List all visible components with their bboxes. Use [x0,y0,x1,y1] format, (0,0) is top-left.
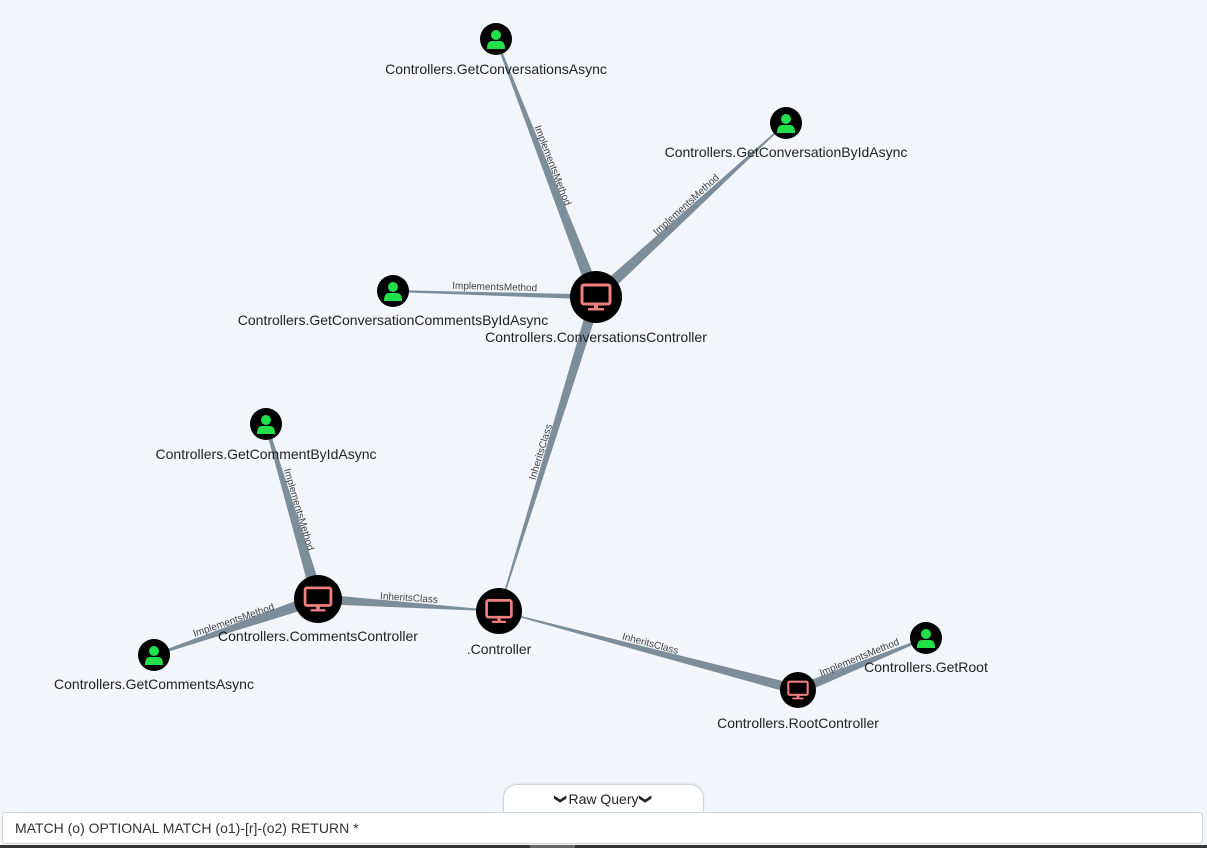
node-circle[interactable] [570,271,622,323]
graph-node[interactable]: Controllers.GetConversationCommentsByIdA… [238,275,548,328]
monitor-icon [485,599,513,623]
graph-node[interactable]: Controllers.CommentsController [218,575,418,644]
edge-line[interactable] [498,610,800,695]
edge-label: ImplementsMethod [652,172,722,238]
monitor-icon [580,283,612,311]
edge-line[interactable] [796,637,927,695]
node-label: Controllers.GetConversationsAsync [385,61,607,77]
node-label: Controllers.GetConversationCommentsByIdA… [238,312,548,328]
user-icon [257,415,275,434]
edge-line[interactable] [591,122,787,302]
user-icon [917,629,935,648]
edge-line[interactable] [317,594,500,612]
edge-label: InheritsClass [380,591,438,606]
edge-label: ImplementsMethod [452,281,537,295]
graph-node[interactable]: Controllers.ConversationsController [485,271,707,345]
raw-query-label: Raw Query [568,791,639,807]
node-label: Controllers.GetCommentsAsync [54,676,254,692]
node-label: Controllers.ConversationsController [485,329,707,345]
graph-edge[interactable]: InheritsClass [317,591,500,612]
graph-node[interactable]: Controllers.GetConversationsAsync [385,23,607,77]
edge-label: ImplementsMethod [532,124,573,207]
chevron-down-icon: ❯ [638,793,653,805]
monitor-icon [787,680,809,700]
query-input[interactable] [3,820,1202,836]
graph-edge[interactable]: ImplementsMethod [392,281,597,300]
user-icon [384,282,402,301]
graph-node[interactable]: Controllers.GetCommentByIdAsync [156,408,377,462]
edge-line[interactable] [153,593,320,656]
monitor-icon [303,586,333,612]
node-label: Controllers.GetRoot [864,659,988,675]
graph-edge[interactable]: ImplementsMethod [495,38,602,300]
user-icon [487,30,505,49]
user-icon [145,646,163,665]
node-circle[interactable] [780,672,816,708]
edge-line[interactable] [498,295,602,612]
node-label: Controllers.RootController [717,715,879,731]
raw-query-toggle[interactable]: ❯ Raw Query ❯ [503,784,704,813]
graph-edge[interactable]: InheritsClass [498,610,800,695]
graph-node[interactable]: .Controller [467,588,532,657]
node-label: Controllers.CommentsController [218,628,418,644]
node-circle[interactable] [294,575,342,623]
node-label: Controllers.GetCommentByIdAsync [156,446,377,462]
graph-node[interactable]: Controllers.GetCommentsAsync [54,639,254,692]
edge-line[interactable] [495,38,602,300]
node-label: .Controller [467,641,532,657]
bottom-divider [0,845,1207,848]
graph-node[interactable]: Controllers.RootController [717,672,879,731]
resize-grip[interactable] [530,845,575,848]
graph-node[interactable]: Controllers.GetRoot [864,622,988,675]
user-icon [777,114,795,133]
node-circle[interactable] [476,588,522,634]
chevron-down-icon: ❯ [554,793,569,805]
edge-line[interactable] [392,290,597,300]
query-bar [2,812,1203,844]
graph-node[interactable]: Controllers.GetConversationByIdAsync [665,107,908,160]
node-label: Controllers.GetConversationByIdAsync [665,144,908,160]
edge-line[interactable] [264,423,324,601]
